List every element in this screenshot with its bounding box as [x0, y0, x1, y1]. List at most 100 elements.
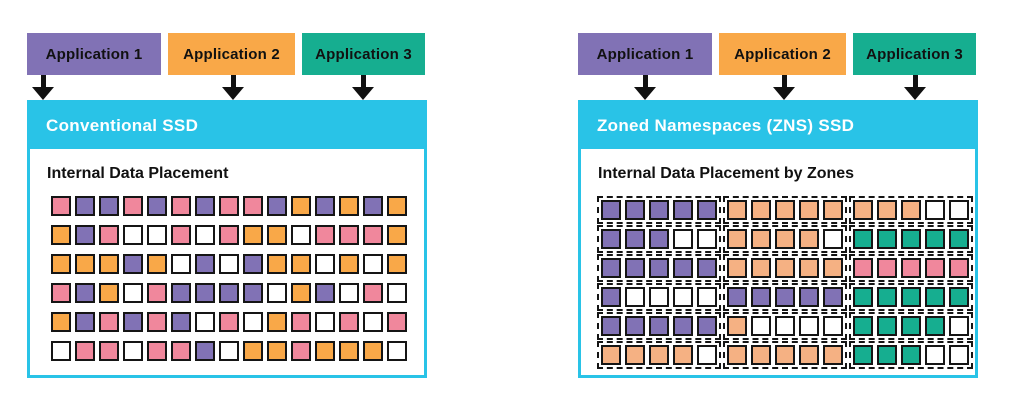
- data-block-white: [219, 254, 239, 274]
- data-block-pink: [219, 312, 239, 332]
- arrow-head: [352, 87, 374, 100]
- data-block-pink: [219, 196, 239, 216]
- zone: [849, 312, 973, 340]
- data-block-teal: [877, 287, 897, 307]
- data-block-peach: [601, 345, 621, 365]
- data-block-teal: [901, 287, 921, 307]
- data-block-pink: [243, 196, 263, 216]
- down-arrow-icon: [634, 75, 656, 100]
- data-block-white: [751, 316, 771, 336]
- data-block-peach: [853, 200, 873, 220]
- data-block-purple: [243, 283, 263, 303]
- data-block-peach: [901, 200, 921, 220]
- data-block-pink: [949, 258, 969, 278]
- data-block-peach: [823, 200, 843, 220]
- arrow-stem: [360, 75, 366, 89]
- data-block-purple: [775, 287, 795, 307]
- data-block-white: [823, 229, 843, 249]
- arrow-stem: [642, 75, 648, 89]
- data-block-pink: [925, 258, 945, 278]
- arrow-head: [904, 87, 926, 100]
- data-block-white: [315, 312, 335, 332]
- ssd-content: Internal Data Placement: [30, 149, 424, 361]
- data-block-orange: [267, 225, 287, 245]
- data-block-teal: [853, 345, 873, 365]
- data-block-teal: [925, 316, 945, 336]
- data-block-orange: [339, 254, 359, 274]
- data-block-white: [387, 341, 407, 361]
- data-block-pink: [339, 225, 359, 245]
- data-block-pink: [853, 258, 873, 278]
- zone: [723, 312, 847, 340]
- data-block-teal: [901, 229, 921, 249]
- data-block-pink: [75, 341, 95, 361]
- data-block-purple: [625, 258, 645, 278]
- zns-ssd-panel: Application 1 Application 2 Application …: [578, 33, 978, 378]
- data-block-white: [625, 287, 645, 307]
- data-block-purple: [673, 200, 693, 220]
- data-block-pink: [51, 283, 71, 303]
- data-block-pink: [171, 341, 191, 361]
- placement-title: Internal Data Placement: [47, 165, 229, 182]
- data-block-peach: [799, 200, 819, 220]
- data-block-white: [339, 283, 359, 303]
- data-block-peach: [775, 258, 795, 278]
- data-block-peach: [799, 229, 819, 249]
- data-block-white: [363, 312, 383, 332]
- data-block-orange: [339, 341, 359, 361]
- data-block-white: [171, 254, 191, 274]
- data-block-teal: [949, 287, 969, 307]
- data-block-pink: [99, 341, 119, 361]
- data-block-orange: [51, 312, 71, 332]
- data-block-purple: [649, 229, 669, 249]
- data-block-pink: [339, 312, 359, 332]
- conventional-ssd-box: Conventional SSD Internal Data Placement: [27, 100, 427, 378]
- data-block-orange: [51, 254, 71, 274]
- down-arrow-icon: [904, 75, 926, 100]
- data-block-orange: [267, 341, 287, 361]
- data-block-teal: [949, 229, 969, 249]
- data-block-purple: [315, 283, 335, 303]
- data-block-white: [949, 345, 969, 365]
- arrow-head: [634, 87, 656, 100]
- data-block-orange: [387, 225, 407, 245]
- data-block-pink: [291, 312, 311, 332]
- data-block-purple: [649, 316, 669, 336]
- arrow-stem: [230, 75, 236, 89]
- ssd-header-title: Zoned Namespaces (ZNS) SSD: [581, 103, 975, 149]
- zone-row: [597, 196, 973, 224]
- data-block-teal: [877, 345, 897, 365]
- data-block-peach: [823, 345, 843, 365]
- application-3-box: Application 3: [302, 33, 425, 75]
- data-block-peach: [673, 345, 693, 365]
- arrows-row: [27, 75, 427, 100]
- data-block-pink: [315, 225, 335, 245]
- arrow-stem: [40, 75, 46, 89]
- data-block-purple: [243, 254, 263, 274]
- data-block-teal: [901, 316, 921, 336]
- data-block-teal: [853, 229, 873, 249]
- data-block-purple: [171, 312, 191, 332]
- data-block-white: [123, 283, 143, 303]
- zone-row: [597, 312, 973, 340]
- data-block-pink: [51, 196, 71, 216]
- data-block-peach: [727, 316, 747, 336]
- zone: [597, 225, 721, 253]
- data-block-purple: [601, 200, 621, 220]
- data-block-peach: [775, 345, 795, 365]
- zone: [723, 225, 847, 253]
- data-block-white: [649, 287, 669, 307]
- data-block-orange: [339, 196, 359, 216]
- data-block-white: [799, 316, 819, 336]
- data-block-peach: [727, 200, 747, 220]
- data-block-orange: [291, 283, 311, 303]
- data-block-pink: [901, 258, 921, 278]
- data-block-purple: [75, 196, 95, 216]
- data-block-purple: [751, 287, 771, 307]
- applications-row: Application 1 Application 2 Application …: [27, 33, 427, 75]
- data-block-peach: [727, 229, 747, 249]
- data-block-orange: [147, 254, 167, 274]
- down-arrow-icon: [352, 75, 374, 100]
- data-block-white: [823, 316, 843, 336]
